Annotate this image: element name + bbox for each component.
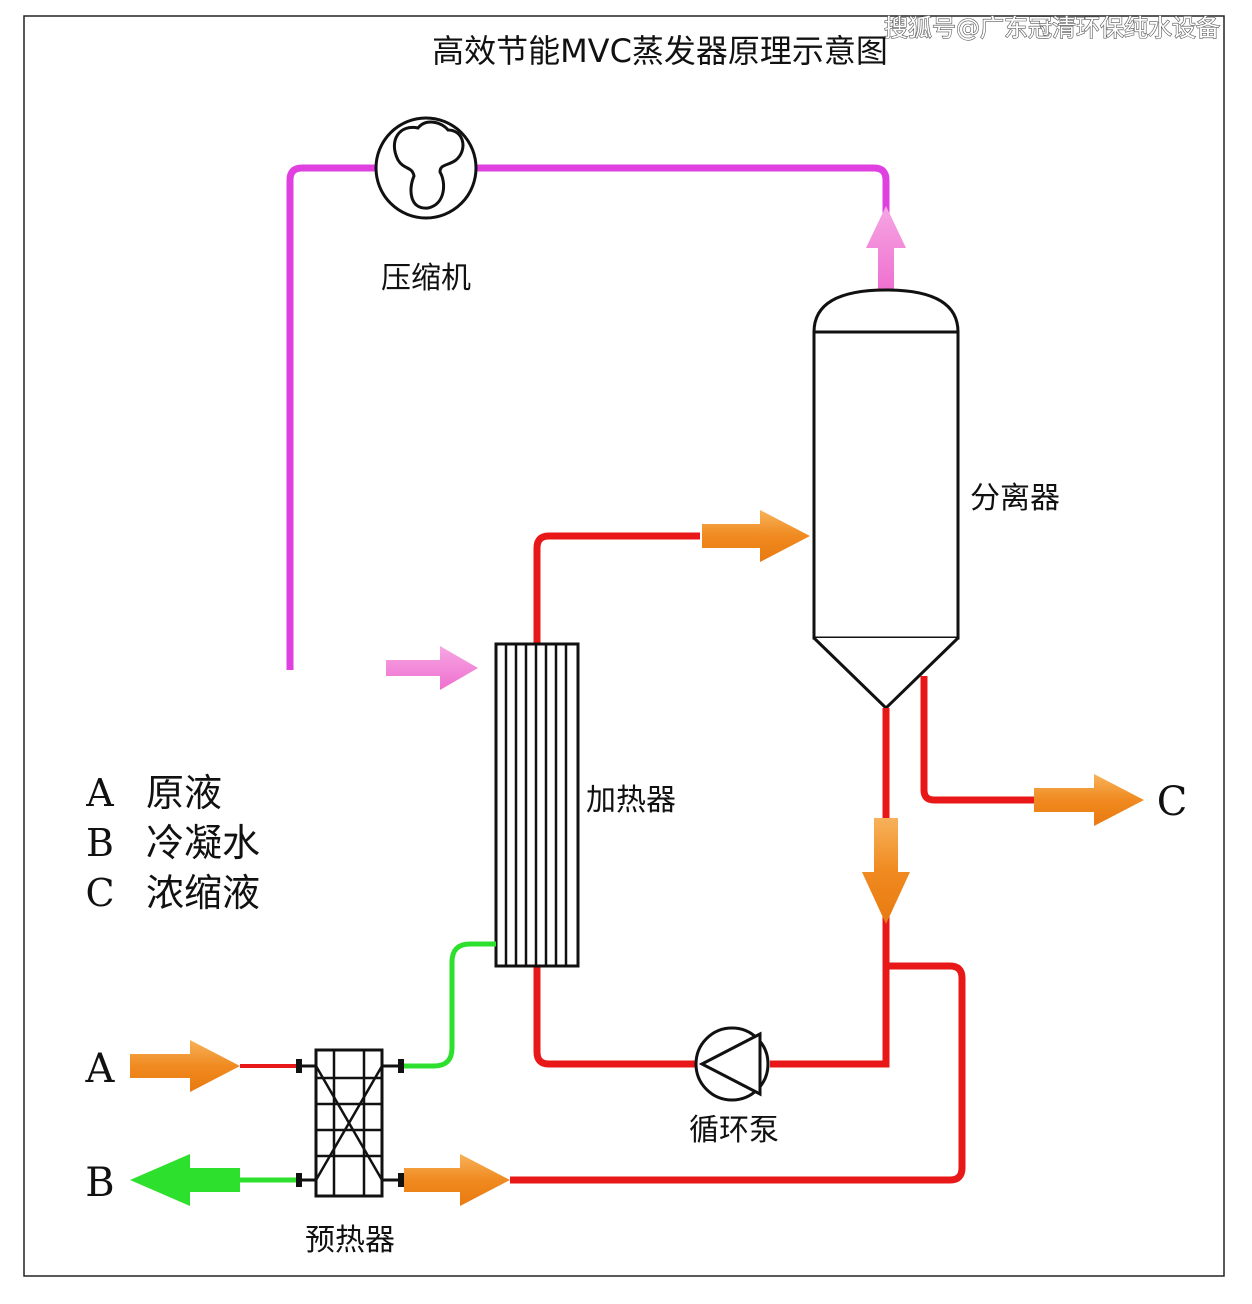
condensate-line <box>402 941 496 1069</box>
pump-icon <box>698 1031 762 1097</box>
vapor-outlet-arrow <box>866 206 906 292</box>
pump-to-heater-line <box>533 966 696 1068</box>
separator-inlet-arrow <box>702 510 810 562</box>
heater-outlet-line <box>533 532 700 644</box>
separator <box>812 288 960 711</box>
vapor-line <box>286 164 890 670</box>
pump-label: 循环泵 <box>689 1113 779 1148</box>
legend-label-c: 浓缩液 <box>146 871 260 915</box>
compressor-icon <box>392 120 465 210</box>
vapor-inlet-arrow <box>386 646 478 690</box>
legend-key-c: C <box>85 871 114 915</box>
port-c-label: C <box>1157 779 1188 825</box>
legend: A 原液 B 冷凝水 C 浓缩液 <box>85 771 260 915</box>
port-b-label: B <box>85 1160 114 1206</box>
recycle-inlet-arrow <box>404 1154 510 1206</box>
circulation-pump <box>694 1026 770 1102</box>
compressor-label: 压缩机 <box>381 261 471 296</box>
legend-label-b: 冷凝水 <box>146 821 260 865</box>
legend-key-b: B <box>86 821 114 865</box>
concentrate-line <box>920 676 1036 804</box>
diagram-frame <box>23 15 1225 1277</box>
condensate-outlet-arrow <box>130 1154 240 1206</box>
preheater <box>296 1048 404 1198</box>
feed-inlet-arrow <box>130 1040 240 1092</box>
watermark-text: 搜狐号@广东冠清环保纯水设备 <box>884 14 1220 42</box>
downflow-arrow <box>862 818 910 924</box>
heater <box>494 642 580 968</box>
recycle-line <box>510 962 966 1184</box>
legend-key-a: A <box>85 771 114 815</box>
separator-label: 分离器 <box>970 481 1060 516</box>
diagram-title: 高效节能MVC蒸发器原理示意图 <box>432 32 888 70</box>
compressor <box>374 116 478 220</box>
concentrate-outlet-arrow <box>1034 774 1144 826</box>
heater-label: 加热器 <box>586 783 676 818</box>
port-a-label: A <box>85 1046 116 1092</box>
preheater-label: 预热器 <box>305 1223 395 1258</box>
legend-label-a: 原液 <box>146 771 222 815</box>
